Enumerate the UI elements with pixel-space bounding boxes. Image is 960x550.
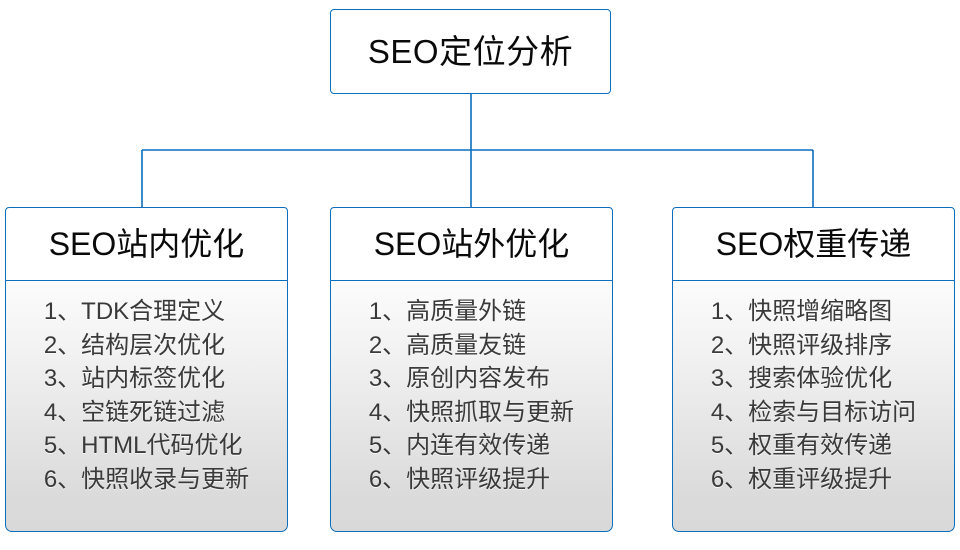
root-node-title: SEO定位分析 [367,33,574,70]
list-item: 6、快照收录与更新 [43,465,250,493]
list-item: 3、原创内容发布 [368,365,551,392]
list-item: 4、空链死链过滤 [43,398,226,426]
list-item: 1、高质量外链 [368,298,527,325]
branch-title-3: SEO权重传递 [715,226,912,262]
branch-title-2: SEO站外优化 [373,226,570,262]
branch-column-2[interactable]: SEO站外优化 1、高质量外链 2、高质量友链 3、原创内容发布 4、快照抓取与… [330,207,613,532]
branch-header-1[interactable]: SEO站内优化 [5,207,288,281]
branch-column-1[interactable]: SEO站内优化 1、TDK合理定义 2、结构层次优化 3、站内标签优化 4、空链… [5,207,288,532]
list-item: 5、内连有效传递 [368,432,551,459]
list-item: 2、快照评级排序 [710,331,893,359]
list-item: 3、站内标签优化 [43,365,226,392]
list-item: 2、结构层次优化 [43,331,226,359]
list-item: 1、快照增缩略图 [710,298,893,325]
branch-list-3: 1、快照增缩略图 2、快照评级排序 3、搜索体验优化 4、检索与目标访问 5、权… [711,295,916,496]
root-node[interactable]: SEO定位分析 [330,9,611,94]
branch-header-2[interactable]: SEO站外优化 [330,207,613,281]
list-item: 5、HTML代码优化 [43,432,243,459]
list-item: 6、快照评级提升 [368,465,551,493]
list-item: 1、TDK合理定义 [43,298,226,325]
branch-body-2: 1、高质量外链 2、高质量友链 3、原创内容发布 4、快照抓取与更新 5、内连有… [330,281,613,532]
branch-list-2: 1、高质量外链 2、高质量友链 3、原创内容发布 4、快照抓取与更新 5、内连有… [369,295,574,496]
branch-body-3: 1、快照增缩略图 2、快照评级排序 3、搜索体验优化 4、检索与目标访问 5、权… [672,281,955,532]
branch-column-3[interactable]: SEO权重传递 1、快照增缩略图 2、快照评级排序 3、搜索体验优化 4、检索与… [672,207,955,532]
list-item: 3、搜索体验优化 [710,365,893,392]
branch-body-1: 1、TDK合理定义 2、结构层次优化 3、站内标签优化 4、空链死链过滤 5、H… [5,281,288,532]
list-item: 6、权重评级提升 [710,465,893,493]
list-item: 4、检索与目标访问 [710,398,917,426]
branch-list-1: 1、TDK合理定义 2、结构层次优化 3、站内标签优化 4、空链死链过滤 5、H… [44,295,249,496]
list-item: 4、快照抓取与更新 [368,398,575,426]
list-item: 5、权重有效传递 [710,432,893,459]
branch-title-1: SEO站内优化 [48,226,245,262]
branch-header-3[interactable]: SEO权重传递 [672,207,955,281]
list-item: 2、高质量友链 [368,331,527,359]
